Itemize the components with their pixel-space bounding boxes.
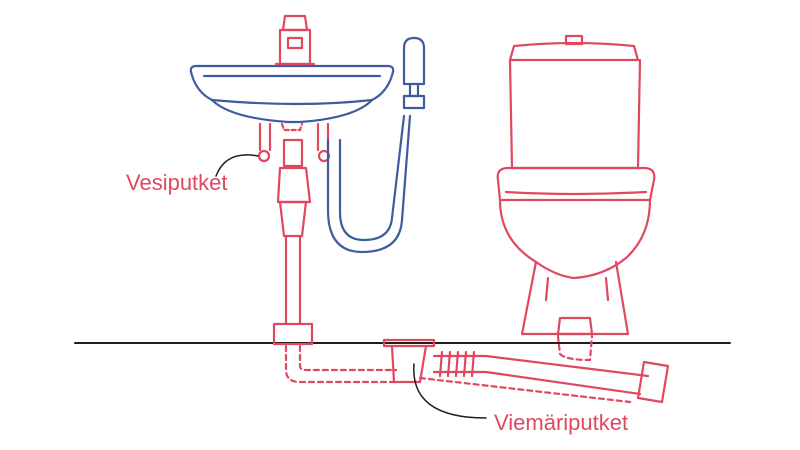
sink-siphon [272,138,314,346]
water-pipes-leader [215,154,259,177]
water-valves [257,122,331,163]
drain-pipes [284,334,670,404]
faucet [274,14,316,66]
toilet [496,34,656,336]
hand-shower [326,36,426,254]
drain-pipes-leader [413,363,487,419]
water-pipes-label: Vesiputket [126,170,228,195]
drain-pipes-label: Viemäriputket [494,410,629,435]
sink [189,64,395,124]
